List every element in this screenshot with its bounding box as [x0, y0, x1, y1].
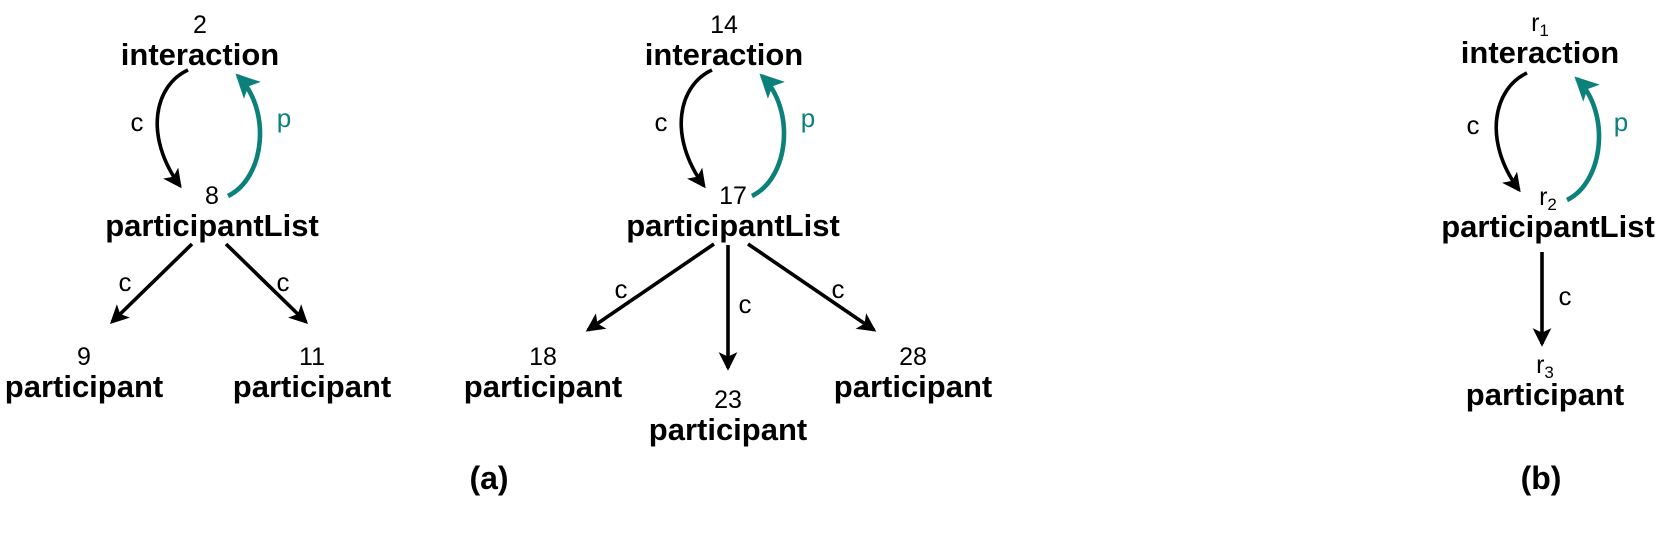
- edge-label-a1-c-left: c: [118, 267, 132, 297]
- node-b-participantlist-label: participantList: [1441, 209, 1655, 245]
- node-b-participant-label: participant: [1465, 377, 1625, 413]
- node-b-participantlist-id-base: r: [1539, 183, 1548, 211]
- node-a1-participant-2[interactable]: 11 participant: [233, 344, 391, 404]
- node-b-participant-id: r3: [1466, 351, 1624, 382]
- node-a1-participant-2-id: 11: [299, 343, 325, 371]
- node-a2-participant-2-id: 23: [714, 386, 742, 414]
- node-a1-participant-1[interactable]: 9 participant: [5, 344, 163, 404]
- edge-label-b-c-cycle: c: [1466, 110, 1480, 140]
- node-a2-participant-1-label: participant: [463, 369, 623, 405]
- node-a2-participant-3[interactable]: 28 participant: [834, 344, 992, 404]
- node-b-participant[interactable]: r3 participant: [1466, 352, 1624, 412]
- node-a2-participant-2[interactable]: 23 participant: [649, 387, 807, 447]
- edge-a1-c-right: [224, 242, 309, 324]
- caption-a: (a): [469, 460, 509, 496]
- edge-b-p-cycle: [1565, 76, 1602, 203]
- node-b-participantlist-id: r2: [1441, 183, 1655, 214]
- edge-a1-c-cycle: [155, 68, 189, 189]
- node-a2-participant-3-id: 28: [899, 343, 927, 371]
- node-a2-participant-1-id: 18: [529, 343, 557, 371]
- node-a2-interaction[interactable]: 14 interaction: [645, 12, 803, 72]
- edge-a2-c-cycle: [679, 68, 713, 189]
- node-b-interaction-label: interaction: [1460, 35, 1620, 71]
- node-a2-participantlist-id: 17: [719, 182, 747, 210]
- edge-label-a2-p-cycle: p: [800, 103, 816, 133]
- node-a2-interaction-label: interaction: [644, 37, 804, 73]
- node-a1-participant-1-label: participant: [4, 369, 164, 405]
- node-a1-interaction[interactable]: 2 interaction: [121, 12, 279, 72]
- node-a1-interaction-id: 2: [193, 11, 207, 39]
- node-a2-participantlist[interactable]: 17 participantList: [626, 183, 840, 243]
- node-b-interaction[interactable]: r1 interaction: [1461, 10, 1619, 70]
- node-a2-participant-2-label: participant: [648, 412, 808, 448]
- node-b-participantlist-id-sub: 2: [1547, 195, 1557, 214]
- edge-a2-c-left: [585, 242, 716, 332]
- edge-label-a2-c-cycle: c: [654, 107, 668, 137]
- edge-a2-c-right: [746, 242, 877, 332]
- node-b-participant-id-base: r: [1536, 351, 1545, 379]
- edge-label-a1-p-cycle: p: [276, 103, 292, 133]
- edge-label-b-p-cycle: p: [1613, 107, 1629, 137]
- node-a1-participant-1-id: 9: [77, 343, 91, 371]
- edge-a1-p-cycle: [226, 73, 263, 199]
- node-a2-participantlist-label: participantList: [626, 208, 840, 244]
- node-a2-participant-3-label: participant: [833, 369, 993, 405]
- node-b-interaction-id: r1: [1461, 9, 1619, 40]
- edge-label-a1-c-cycle: c: [130, 107, 144, 137]
- edge-label-a1-c-right: c: [276, 267, 290, 297]
- edge-b-c-cycle: [1494, 71, 1528, 193]
- node-a2-interaction-id: 14: [710, 11, 738, 39]
- node-a2-participant-1[interactable]: 18 participant: [464, 344, 622, 404]
- node-a1-participantlist[interactable]: 8 participantList: [105, 183, 319, 243]
- node-b-participant-id-sub: 3: [1544, 363, 1554, 382]
- node-a1-participant-2-label: participant: [232, 369, 392, 405]
- node-b-participantlist[interactable]: r2 participantList: [1441, 184, 1655, 244]
- caption-b: (b): [1520, 460, 1562, 496]
- node-b-interaction-id-base: r: [1531, 9, 1540, 37]
- edge-label-a2-c-mid: c: [738, 289, 752, 319]
- edge-label-a2-c-left: c: [614, 274, 628, 304]
- node-b-interaction-id-sub: 1: [1539, 21, 1549, 40]
- edge-a2-p-cycle: [750, 73, 787, 199]
- node-a1-participantlist-id: 8: [205, 182, 219, 210]
- node-a1-interaction-label: interaction: [120, 37, 280, 73]
- edge-label-a2-c-right: c: [831, 274, 845, 304]
- edge-label-b-c-down: c: [1558, 281, 1572, 311]
- node-a1-participantlist-label: participantList: [105, 208, 319, 244]
